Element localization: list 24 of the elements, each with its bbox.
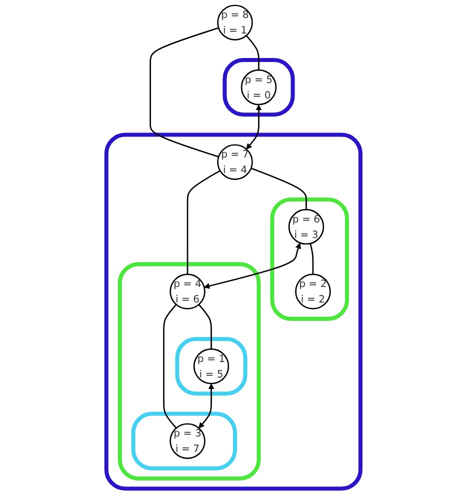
connector [198, 304, 212, 350]
node-circle: p = 1 i = 5 [192, 348, 229, 384]
connector [186, 170, 220, 274]
node-circle: p = 2 i = 2 [294, 274, 330, 310]
cluster [117, 262, 260, 481]
node-circle: p = 8 i = 1 [216, 4, 252, 40]
node-circle: p = 3 i = 7 [169, 423, 205, 459]
connector [162, 304, 176, 429]
connector [250, 168, 306, 210]
node-circle: p = 6 i = 3 [288, 208, 324, 245]
node-circle: p = 7 i = 4 [216, 144, 252, 180]
connector [245, 35, 259, 70]
arrow [246, 104, 262, 150]
node-circle: p = 5 i = 0 [240, 69, 276, 106]
connector [309, 243, 314, 274]
node-circle: p = 4 i = 6 [169, 274, 205, 310]
cluster [130, 412, 237, 470]
connector [149, 27, 218, 158]
arrow [198, 384, 214, 428]
cluster [174, 337, 247, 396]
cluster [104, 132, 362, 491]
arrow [204, 242, 301, 289]
cluster [270, 198, 349, 321]
cluster [222, 58, 294, 117]
